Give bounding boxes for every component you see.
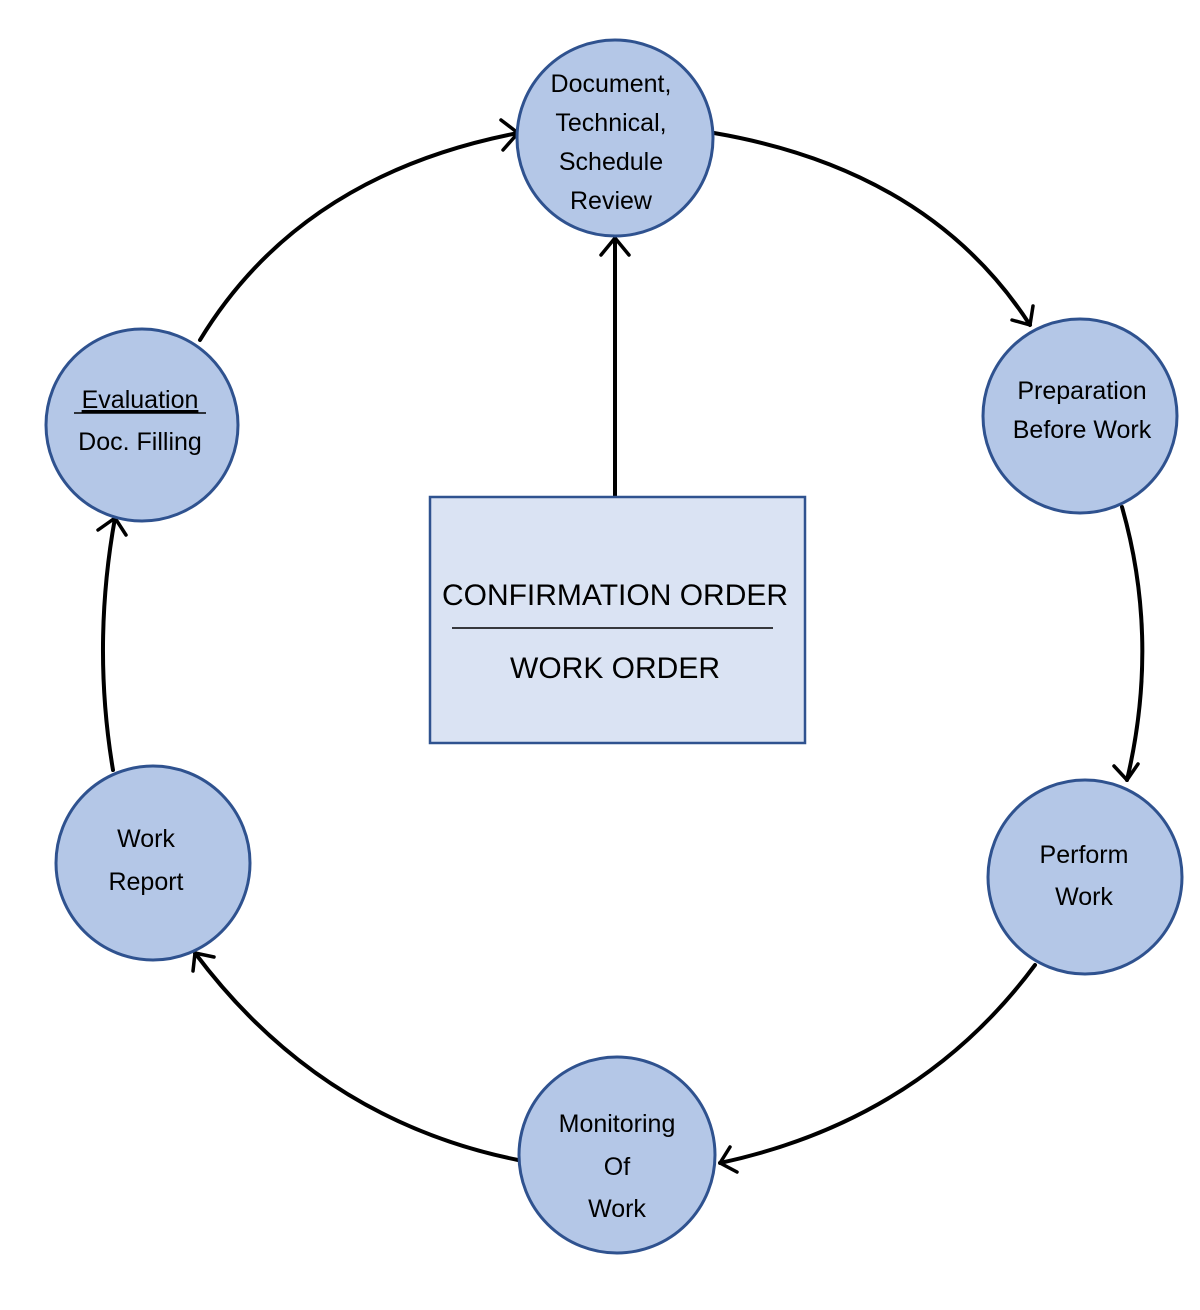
center-box-rect — [428, 495, 807, 745]
arrowhead-preparation — [1010, 304, 1035, 327]
node-perform-line-1: Perform — [1040, 841, 1129, 869]
center-label-work-order: WORK ORDER — [510, 652, 720, 685]
node-evaluation: Evaluation Doc. Filling — [44, 327, 240, 523]
arrow-monitoring-to-report — [193, 951, 520, 1162]
node-perform-circle — [986, 778, 1184, 976]
node-report-circle — [54, 764, 252, 962]
node-evaluation-circle — [44, 327, 240, 523]
arrow-evaluation-to-review — [198, 131, 520, 342]
node-report-line-2: Report — [108, 868, 183, 896]
node-review: Document, Technical, Schedule Review — [515, 38, 715, 238]
node-evaluation-line-2: Doc. Filling — [78, 428, 202, 456]
arrowhead-monitoring — [718, 1145, 739, 1174]
node-preparation: Preparation Before Work — [981, 317, 1179, 515]
node-monitoring: Monitoring Of Work — [517, 1055, 717, 1255]
center-label-confirmation-order: CONFIRMATION ORDER — [442, 579, 788, 612]
arrow-report-to-evaluation — [101, 516, 117, 772]
node-monitoring-circle — [517, 1055, 717, 1255]
node-review-line-2: Technical, — [555, 109, 666, 137]
node-preparation-line-1: Preparation — [1017, 377, 1146, 405]
node-review-line-4: Review — [570, 187, 653, 215]
node-preparation-line-2: Before Work — [1013, 416, 1152, 444]
arrowhead-review-center — [599, 236, 631, 257]
node-review-circle — [515, 38, 715, 238]
arrowhead-report — [191, 951, 216, 973]
node-perform-line-2: Work — [1055, 883, 1113, 911]
center-box: CONFIRMATION ORDER WORK ORDER — [428, 495, 807, 745]
node-review-line-1: Document, — [551, 70, 672, 98]
node-report-line-1: Work — [117, 825, 175, 853]
node-report: Work Report — [54, 764, 252, 962]
arrow-preparation-to-perform — [1120, 505, 1145, 782]
arrow-review-to-preparation — [712, 131, 1032, 327]
node-monitoring-line-1: Monitoring — [559, 1110, 676, 1138]
arrow-perform-to-monitoring — [718, 963, 1037, 1165]
node-review-line-3: Schedule — [559, 148, 663, 176]
node-perform: Perform Work — [986, 778, 1184, 976]
node-monitoring-line-2: Of — [604, 1153, 630, 1181]
node-monitoring-line-3: Work — [588, 1195, 646, 1223]
arrowhead-perform — [1112, 762, 1140, 782]
node-evaluation-line-1: Evaluation — [82, 386, 199, 414]
node-preparation-circle — [981, 317, 1179, 515]
